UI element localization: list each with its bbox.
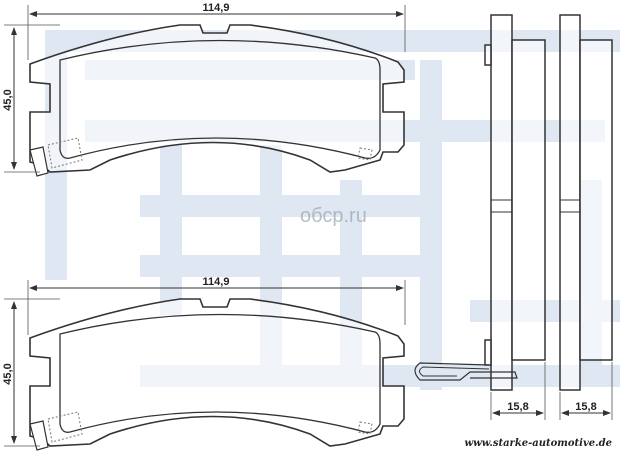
top-height-label: 45,0 xyxy=(2,89,14,110)
bottom-height-dimension xyxy=(4,298,60,447)
top-width-dimension xyxy=(27,5,406,60)
watermark-text: обср.ru xyxy=(300,205,367,227)
bottom-width-label: 114,9 xyxy=(203,276,230,288)
website-link[interactable]: www.starke-automotive.de xyxy=(465,438,612,449)
bottom-width-dimension xyxy=(27,280,406,335)
thickness-label-2: 15,8 xyxy=(575,401,596,413)
bottom-brake-pad xyxy=(29,298,405,451)
bottom-height-label: 45,0 xyxy=(2,363,14,384)
top-brake-pad xyxy=(29,24,405,177)
top-height-dimension xyxy=(4,24,60,173)
thickness-dimension-1 xyxy=(490,362,546,420)
thickness-label-1: 15,8 xyxy=(507,401,528,413)
thickness-dimension-2 xyxy=(559,362,613,420)
top-width-label: 114,9 xyxy=(203,2,230,14)
side-view-2 xyxy=(559,14,613,391)
side-view-1 xyxy=(414,14,546,391)
